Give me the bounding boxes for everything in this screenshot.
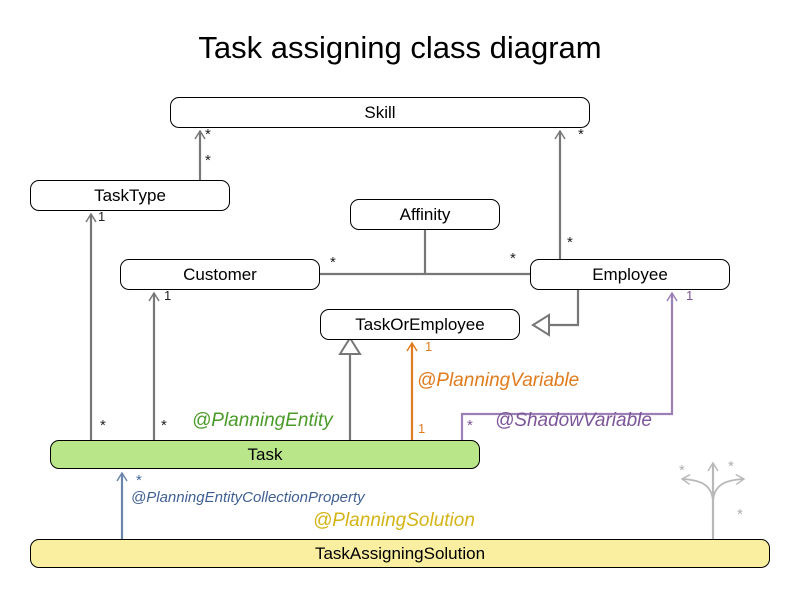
- rel-employee-generalization: [531, 290, 580, 337]
- multiplicity-employee-skill-source: *: [567, 234, 573, 251]
- multiplicity-task-customer: 1: [164, 288, 172, 303]
- multiplicity-task-tasktype-source: *: [100, 417, 106, 434]
- multiplicity-fan-right: *: [737, 506, 743, 523]
- rel-solution-fan: [680, 461, 746, 539]
- class-box-employee[interactable]: Employee: [530, 259, 730, 290]
- class-box-affinity[interactable]: Affinity: [350, 199, 500, 230]
- multiplicity-fan-top: *: [728, 458, 734, 475]
- class-box-tasktype[interactable]: TaskType: [30, 180, 230, 211]
- multiplicity-employee-skill: *: [578, 126, 584, 143]
- rel-affinity-association: [320, 230, 530, 276]
- class-name-customer: Customer: [183, 264, 257, 284]
- class-box-taskassigningsolution[interactable]: TaskAssigningSolution: [30, 539, 770, 568]
- annotation-planning-variable: @PlanningVariable: [417, 370, 580, 391]
- multiplicity-task-tasktype: 1: [98, 209, 106, 224]
- annotation-planning-entity: @PlanningEntity: [192, 410, 333, 431]
- class-name-employee: Employee: [592, 264, 668, 284]
- multiplicity-employee-affinity: *: [510, 250, 516, 267]
- class-box-customer[interactable]: Customer: [120, 259, 320, 290]
- annotation-planning-solution: @PlanningSolution: [313, 510, 475, 531]
- class-box-skill[interactable]: Skill: [170, 97, 590, 128]
- multiplicity-task-customer-source: *: [161, 417, 167, 434]
- class-name-task: Task: [247, 444, 283, 464]
- class-name-skill: Skill: [364, 102, 396, 122]
- class-name-taskassigningsolution: TaskAssigningSolution: [314, 543, 486, 563]
- multiplicity-customer-affinity: *: [330, 254, 336, 271]
- annotation-shadow-variable: @ShadowVariable: [495, 410, 652, 431]
- multiplicity-shadowvariable-source: *: [467, 417, 473, 434]
- multiplicity-planningvariable-target: 1: [425, 339, 433, 354]
- class-name-affinity: Affinity: [399, 204, 451, 224]
- multiplicity-tasktype-skill: *: [205, 126, 211, 143]
- annotation-planning-entity-collection-property: @PlanningEntityCollectionProperty: [131, 489, 365, 506]
- class-box-task[interactable]: Task: [50, 440, 480, 469]
- multiplicity-shadow-employee: 1: [686, 288, 694, 303]
- multiplicity-planningvariable-source: 1: [418, 421, 426, 436]
- page-title: Task assigning class diagram: [198, 30, 602, 65]
- rel-task-generalization: [338, 336, 362, 440]
- multiplicity-tasktype-source: *: [205, 152, 211, 169]
- class-box-taskoremployee[interactable]: TaskOrEmployee: [320, 309, 520, 340]
- rel-task-shadowvariable: [460, 291, 678, 440]
- multiplicity-fan-left: *: [679, 462, 685, 479]
- class-name-taskoremployee: TaskOrEmployee: [355, 314, 485, 334]
- multiplicity-solution-task: *: [136, 472, 142, 489]
- class-name-tasktype: TaskType: [94, 185, 166, 205]
